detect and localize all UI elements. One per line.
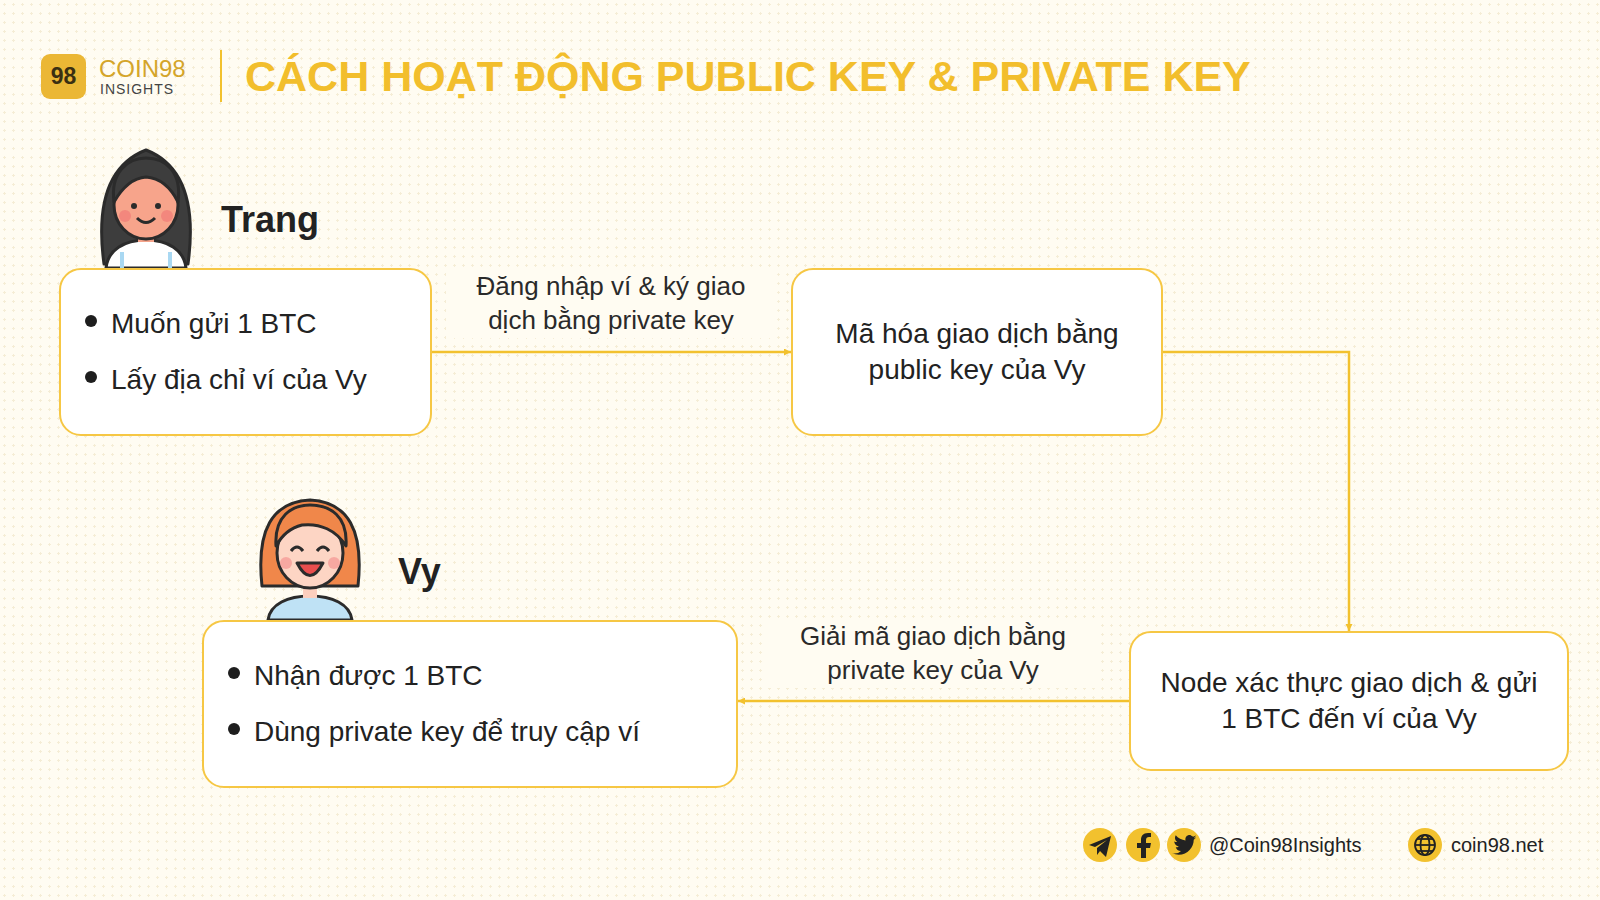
flow-arrow — [432, 351, 791, 354]
process-box: Node xác thực giao dịch & gửi 1 BTC đến … — [1129, 631, 1569, 771]
trang-avatar — [102, 150, 191, 268]
bullet-item: Muốn gửi 1 BTC — [111, 306, 408, 342]
vy-avatar — [261, 500, 359, 620]
social-icons — [1083, 828, 1442, 862]
brand-name: COIN98 — [99, 55, 186, 84]
flow-arrow — [738, 700, 1129, 703]
box-text: Node xác thực giao dịch & gửi 1 BTC đến … — [1149, 665, 1549, 738]
edge-label: Giải mã giao dịch bằng private key của V… — [768, 620, 1098, 688]
bullet-item: Dùng private key để truy cập ví — [254, 714, 714, 750]
person-name: Vy — [398, 550, 441, 593]
sender-box: TrangMuốn gửi 1 BTCLấy địa chỉ ví của Vy — [59, 268, 432, 436]
process-box: Mã hóa giao dịch bằng public key của Vy — [791, 268, 1163, 436]
box-text: Mã hóa giao dịch bằng public key của Vy — [811, 316, 1143, 389]
social-handle: @Coin98Insights — [1209, 833, 1362, 857]
bullet-item: Nhận được 1 BTC — [254, 658, 714, 694]
logo-number: 98 — [41, 54, 86, 99]
receiver-box: VyNhận được 1 BTCDùng private key để tru… — [202, 620, 738, 788]
logo-mark — [41, 50, 221, 102]
diagram-title: CÁCH HOẠT ĐỘNG PUBLIC KEY & PRIVATE KEY — [245, 55, 1251, 98]
website: coin98.net — [1451, 833, 1543, 857]
brand-subtitle: INSIGHTS — [100, 81, 174, 98]
flow-arrow — [1163, 352, 1349, 631]
edge-label: Đăng nhập ví & ký giao dịch bằng private… — [446, 270, 776, 338]
bullet-item: Lấy địa chỉ ví của Vy — [111, 362, 408, 398]
person-name: Trang — [221, 198, 319, 241]
